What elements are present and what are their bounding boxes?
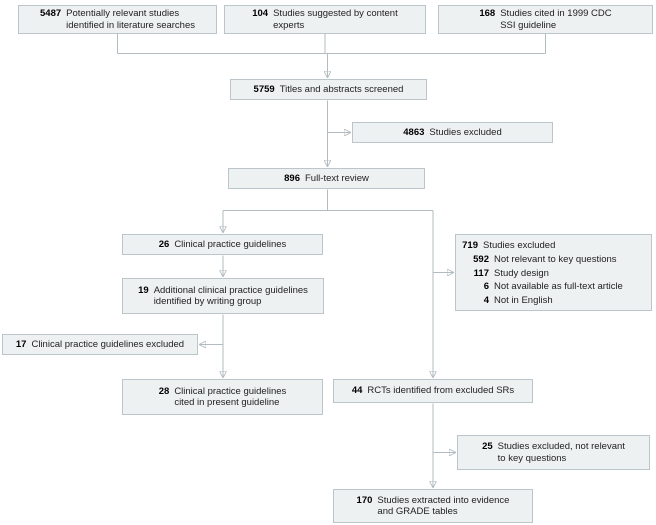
titles-screened-count: 5759: [253, 83, 275, 95]
studies-extracted-content: 170 Studies extracted into evidence and …: [357, 495, 510, 518]
clinical-practice-guidelines-count: 26: [158, 238, 170, 250]
center-column-upper: [223, 100, 433, 211]
titles-screened-content: 5759 Titles and abstracts screened: [254, 84, 404, 96]
clinical-practice-guidelines-content: 26 Clinical practice guidelines: [159, 239, 287, 251]
studies-excluded-screening-content: 4863 Studies excluded: [403, 127, 502, 139]
rcts-excluded-count: 25: [482, 441, 493, 452]
box-fulltext-excluded: 719 Studies excluded 592 Not relevant to…: [455, 234, 652, 311]
fulltext-review-count: 896: [284, 172, 300, 184]
rcts-identified-count: 44: [351, 385, 363, 397]
box-studies-extracted: 170 Studies extracted into evidence and …: [333, 489, 533, 523]
reason-count: 4: [483, 295, 489, 307]
studies-extracted-label: Studies extracted into evidence and GRAD…: [377, 494, 510, 518]
rcts-excluded-content: 25 Studies excluded, not relevant to key…: [482, 441, 625, 464]
reason-count: 6: [483, 281, 489, 293]
clinical-practice-guidelines-label: Clinical practice guidelines: [174, 238, 287, 250]
box-studies-excluded-screening: 4863 Studies excluded: [352, 122, 553, 143]
reason-count: 592: [473, 253, 489, 265]
exclusion-reason-row: 6 Not available as full-text article: [461, 280, 646, 294]
fulltext-review-content: 896 Full-text review: [284, 173, 369, 185]
exclusion-reason-row: 4 Not in English: [461, 294, 646, 308]
fulltext-excluded-total-row: 719 Studies excluded: [461, 239, 646, 253]
cdc-guideline-content: 168 Studies cited in 1999 CDC SSI guidel…: [479, 8, 611, 31]
box-additional-guidelines: 19 Additional clinical practice guidelin…: [122, 278, 324, 314]
studies-excluded-screening-label: Studies excluded: [429, 126, 502, 138]
literature-search-label: Potentially relevant studies identified …: [66, 8, 195, 31]
reason-count: 117: [473, 267, 489, 279]
box-guidelines-excluded: 17 Clinical practice guidelines excluded: [2, 334, 198, 355]
guidelines-excluded-label: Clinical practice guidelines excluded: [31, 338, 185, 350]
box-literature-search: 5487 Potentially relevant studies identi…: [18, 5, 217, 34]
guidelines-excluded-content: 17 Clinical practice guidelines excluded: [16, 339, 184, 351]
additional-guidelines-label: Additional clinical practice guidelines …: [153, 284, 308, 308]
titles-screened-label: Titles and abstracts screened: [279, 83, 404, 95]
additional-guidelines-count: 19: [138, 284, 149, 296]
reason-label: Not relevant to key questions: [494, 253, 617, 265]
box-clinical-practice-guidelines: 26 Clinical practice guidelines: [122, 234, 323, 255]
guidelines-cited-label: Clinical practice guidelines cited in pr…: [174, 385, 287, 409]
reason-label: Not in English: [494, 295, 553, 307]
fulltext-excluded-label: Studies excluded: [483, 240, 556, 251]
cdc-guideline-count: 168: [479, 8, 496, 19]
reason-label: Study design: [494, 267, 549, 279]
rcts-identified-label: RCTs identified from excluded SRs: [367, 385, 515, 397]
content-experts-content: 104 Studies suggested by content experts: [252, 8, 398, 31]
box-content-experts: 104 Studies suggested by content experts: [224, 5, 426, 34]
studies-extracted-count: 170: [356, 494, 373, 506]
literature-search-count: 5487: [40, 8, 62, 19]
box-guidelines-cited: 28 Clinical practice guidelines cited in…: [122, 379, 323, 415]
reason-label: Not available as full-text article: [494, 281, 623, 293]
rcts-excluded-label: Studies excluded, not relevant to key qu…: [497, 441, 625, 464]
guidelines-cited-count: 28: [158, 385, 170, 397]
box-fulltext-review: 896 Full-text review: [228, 168, 425, 189]
box-titles-screened: 5759 Titles and abstracts screened: [230, 79, 427, 100]
exclusion-reason-row: 592 Not relevant to key questions: [461, 253, 646, 267]
content-experts-count: 104: [252, 8, 269, 19]
guidelines-excluded-count: 17: [15, 338, 27, 350]
rcts-identified-content: 44 RCTs identified from excluded SRs: [352, 385, 514, 397]
content-experts-label: Studies suggested by content experts: [273, 8, 398, 31]
literature-search-content: 5487 Potentially relevant studies identi…: [40, 8, 195, 31]
box-cdc-guideline: 168 Studies cited in 1999 CDC SSI guidel…: [438, 5, 653, 34]
fulltext-review-label: Full-text review: [304, 172, 369, 184]
fulltext-excluded-count: 719: [462, 240, 478, 251]
cdc-guideline-label: Studies cited in 1999 CDC SSI guideline: [500, 8, 612, 31]
exclusion-reason-row: 117 Study design: [461, 267, 646, 281]
guidelines-cited-content: 28 Clinical practice guidelines cited in…: [159, 386, 287, 409]
merge-rail: [117, 33, 546, 54]
box-rcts-identified: 44 RCTs identified from excluded SRs: [333, 379, 533, 403]
box-rcts-excluded: 25 Studies excluded, not relevant to key…: [457, 435, 650, 470]
additional-guidelines-content: 19 Additional clinical practice guidelin…: [138, 285, 308, 308]
studies-excluded-screening-count: 4863: [403, 126, 425, 138]
